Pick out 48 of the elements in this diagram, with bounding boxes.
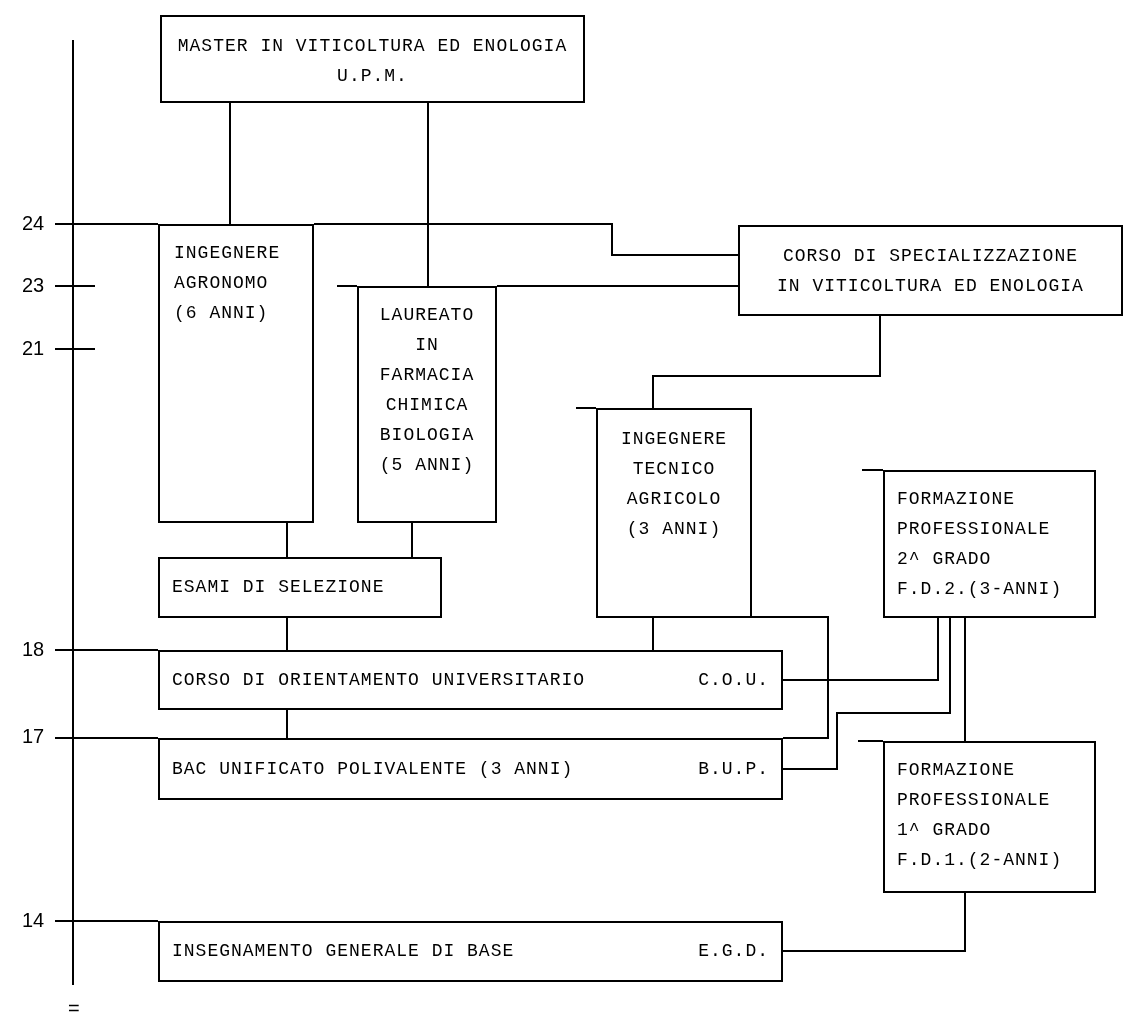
box-text: U.P.M. (336, 65, 409, 88)
box-text: FORMAZIONE PROFESSIONALE 1^ GRADO F.D.1.(2-ANNI) (897, 759, 1064, 872)
axis-end-mark: = (68, 998, 80, 1018)
age-tick-label: 23 (22, 275, 45, 295)
process-box (158, 650, 783, 710)
box-text: INSEGNAMENTO GENERALE DI BASE (172, 940, 515, 963)
abbreviation-text: B.U.P. (698, 758, 769, 781)
process-box (158, 921, 783, 982)
process-box (357, 286, 497, 523)
box-text: FORMAZIONE PROFESSIONALE 2^ GRADO F.D.2.(3-ANNI) (897, 488, 1064, 601)
connector-line (652, 315, 881, 409)
connector-line (286, 709, 288, 739)
process-box (738, 225, 1123, 316)
connector-line (782, 617, 939, 681)
process-box (883, 470, 1096, 618)
box-text: MASTER IN VITICOLTURA ED ENOLOGIA (176, 35, 569, 58)
age-tick-label: 17 (22, 726, 45, 746)
connector-line (229, 102, 231, 225)
connector-line (313, 223, 739, 256)
connector-line (411, 522, 413, 558)
connector-line (427, 102, 429, 287)
connector-line (782, 617, 951, 770)
connector-line (286, 617, 288, 651)
process-box (158, 557, 442, 618)
process-box (160, 15, 585, 103)
box-text: CORSO DI SPECIALIZZAZIONE IN VITICOLTURA ED ENOLOGIA (776, 245, 1085, 298)
box-text: INGEGNERE AGRONOMO (6 ANNI) (174, 242, 282, 325)
age-tick-label: 24 (22, 213, 45, 233)
connector-line (496, 285, 739, 287)
box-text: INGEGNERE TECNICO AGRICOLO (3 ANNI) (619, 428, 729, 541)
connector-line (286, 522, 288, 558)
connector-line (782, 892, 966, 952)
process-box (158, 224, 314, 523)
age-tick-label: 18 (22, 639, 45, 659)
connector-line (751, 616, 829, 739)
process-box (883, 741, 1096, 893)
process-box (158, 738, 783, 800)
connector-line (652, 617, 654, 651)
connector-line (964, 617, 966, 742)
box-text: ESAMI DI SELEZIONE (172, 576, 386, 599)
age-tick-label: 14 (22, 910, 45, 930)
abbreviation-text: C.O.U. (698, 669, 769, 692)
process-box (596, 408, 752, 618)
box-text: CORSO DI ORIENTAMENTO UNIVERSITARIO (172, 669, 586, 692)
box-text: BAC UNIFICATO POLIVALENTE (3 ANNI) (172, 758, 574, 781)
abbreviation-text: E.G.D. (698, 940, 769, 963)
age-tick-label: 21 (22, 338, 45, 358)
box-text: LAUREATO IN FARMACIA CHIMICA BIOLOGIA (5 ANNI) (378, 304, 476, 477)
